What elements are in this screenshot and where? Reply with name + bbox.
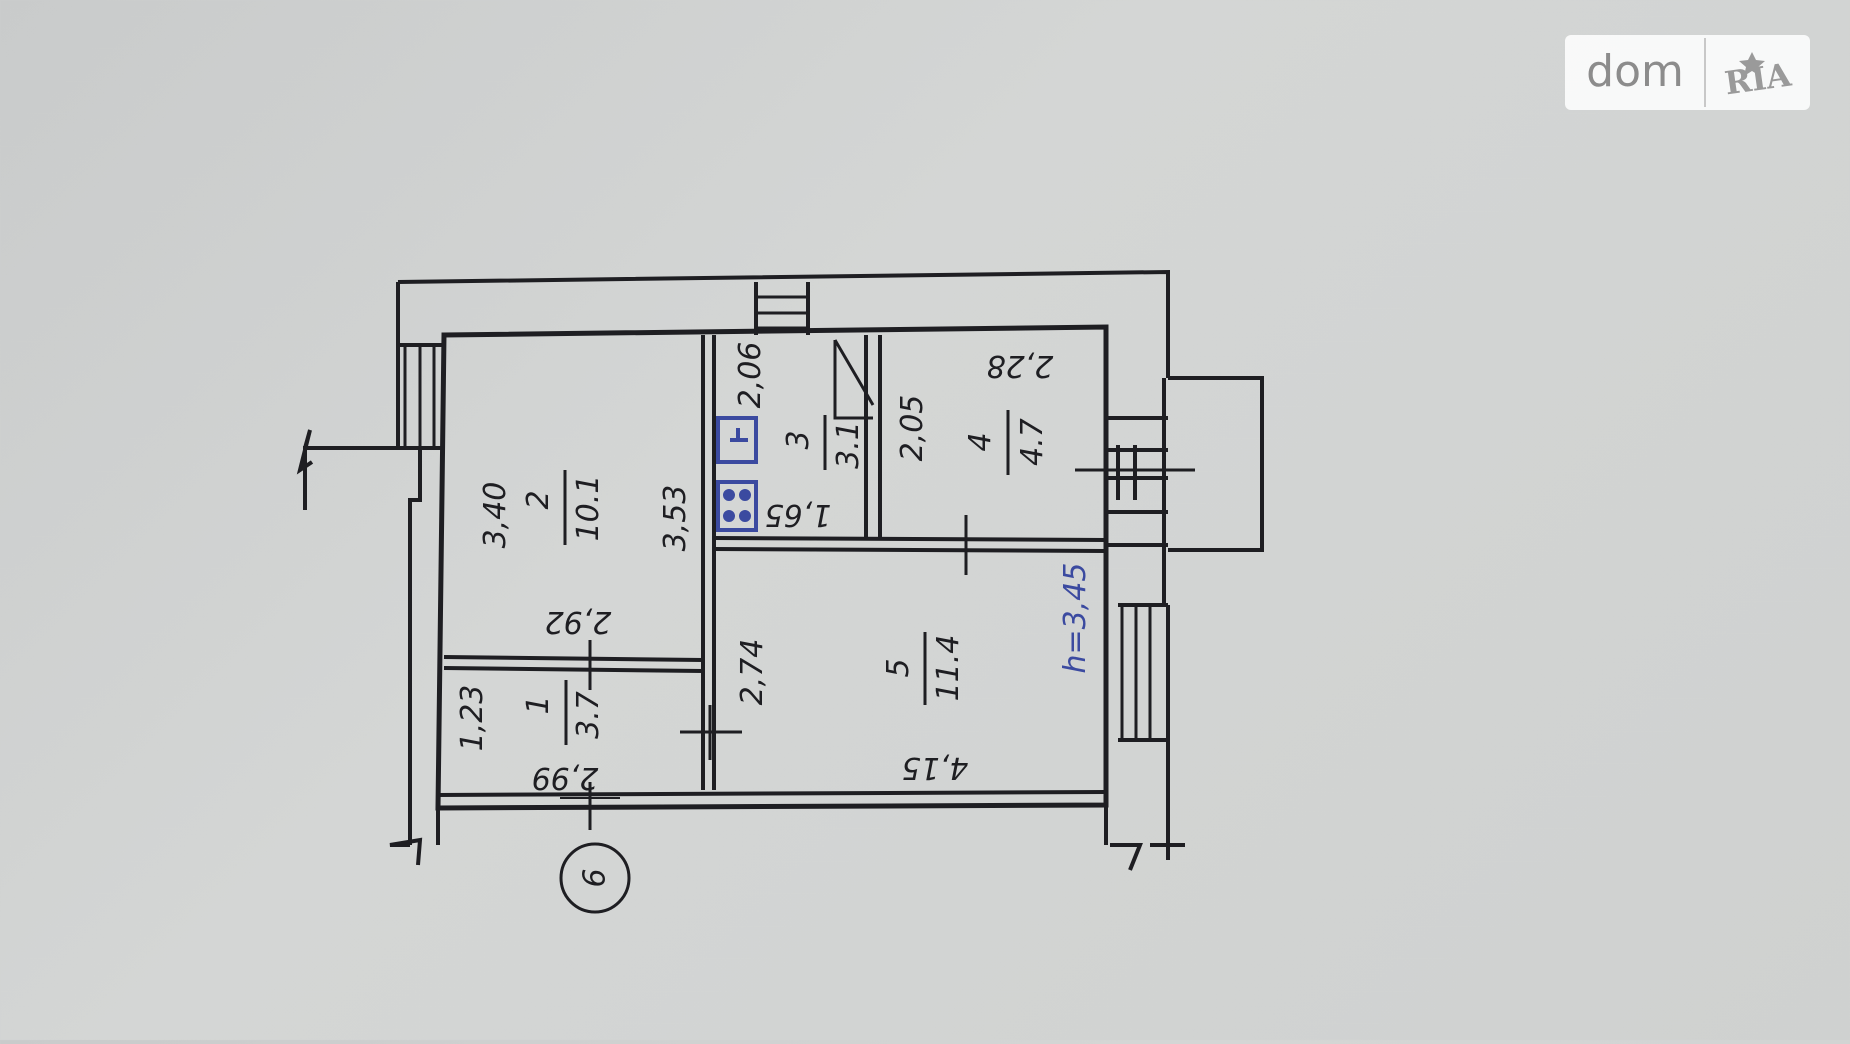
axis-marker-label: 6 — [578, 868, 613, 887]
watermark-dom-text: dom — [1586, 46, 1684, 97]
plan-walls — [296, 269, 1264, 871]
room-1-area: 3.7 — [571, 691, 606, 739]
room-2-dim-a: 3,40 — [478, 482, 513, 549]
room-2-number: 2 — [521, 490, 556, 509]
room-4-area: 4.7 — [1015, 418, 1050, 466]
stove-icon — [716, 480, 758, 532]
room-3-area: 3.1 — [831, 421, 866, 469]
room-5-number: 5 — [881, 658, 916, 677]
room-4-dim-a: 2,05 — [895, 395, 930, 462]
ceiling-height-note: h=3,45 — [1058, 563, 1093, 674]
room-5-area: 11.4 — [931, 635, 966, 702]
room-5-dim-b: 4,15 — [902, 750, 969, 785]
room-4-number: 4 — [963, 432, 998, 451]
room-1-number: 1 — [521, 695, 556, 714]
room-2-area: 10.1 — [571, 475, 606, 542]
axis-marker: 6 — [559, 842, 631, 914]
sink-icon — [716, 416, 758, 464]
watermark-logo: dom RIA — [1565, 35, 1810, 110]
room-3-dim-b: 1,65 — [765, 497, 832, 532]
room-5-dim-a: 2,74 — [735, 639, 770, 706]
star-icon — [1739, 52, 1765, 76]
room-3-dim-a: 2,06 — [733, 342, 768, 409]
room-1-dim-b: 2,99 — [532, 760, 599, 795]
room-4-dim-b: 2,28 — [987, 348, 1054, 383]
room-2-dim-b: 3,53 — [658, 485, 693, 552]
room-1-dim-a: 1,23 — [455, 685, 490, 752]
room-3-number: 3 — [781, 430, 816, 449]
room-2-dim-c: 2,92 — [545, 604, 612, 639]
